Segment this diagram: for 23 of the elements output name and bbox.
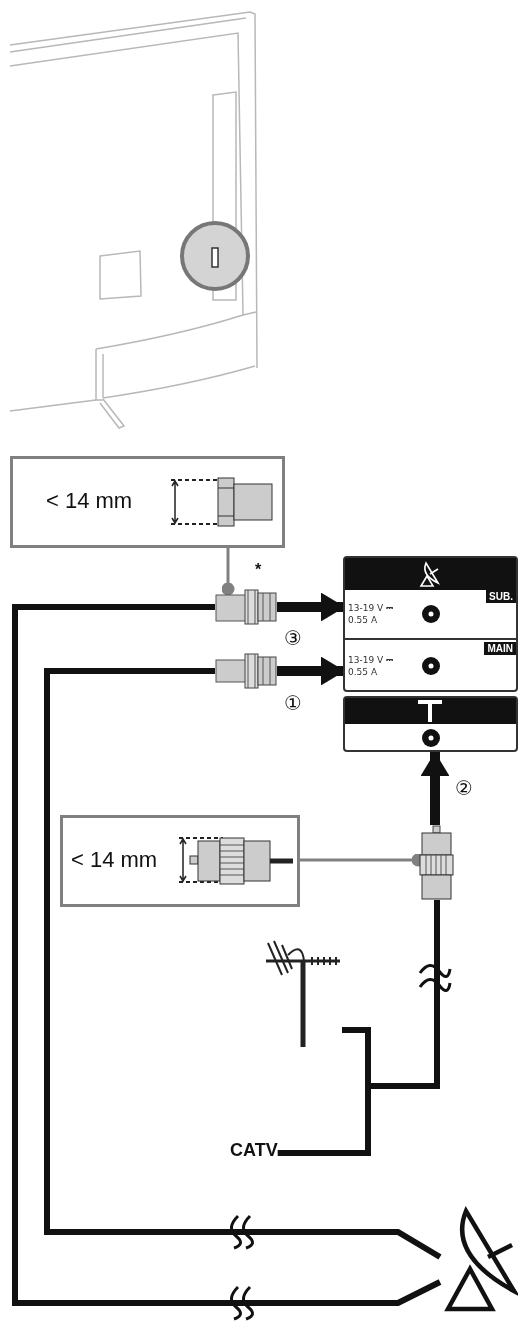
port-tag: SUB.: [486, 590, 516, 603]
arrow: [420, 752, 450, 825]
coax-plug: [215, 589, 277, 625]
input-panel: [343, 556, 518, 692]
input-panel: [343, 696, 518, 752]
cable-line: [12, 604, 442, 1306]
arrow: [277, 592, 345, 622]
dimension-text: < 14 mm: [46, 488, 133, 514]
arrow: [277, 656, 345, 686]
coax-plug: [215, 653, 277, 689]
callout-box: [60, 815, 300, 907]
cable-line: [277, 900, 440, 1156]
dimension-text: < 14 mm: [71, 847, 158, 873]
rating-text: 13-19 V ⎓ 0.55 A: [348, 654, 395, 678]
input-socket-section: [345, 590, 516, 640]
port-tag: MAIN: [484, 642, 516, 655]
callout-box: [10, 456, 285, 548]
source-label: CATV: [230, 1140, 278, 1161]
rating-text: 13-19 V ⎓ 0.55 A: [348, 602, 395, 626]
coax-plug: [418, 825, 455, 900]
footnote-mark: *: [255, 561, 262, 579]
cable-line: [44, 668, 442, 1260]
leader-line: [221, 548, 235, 596]
